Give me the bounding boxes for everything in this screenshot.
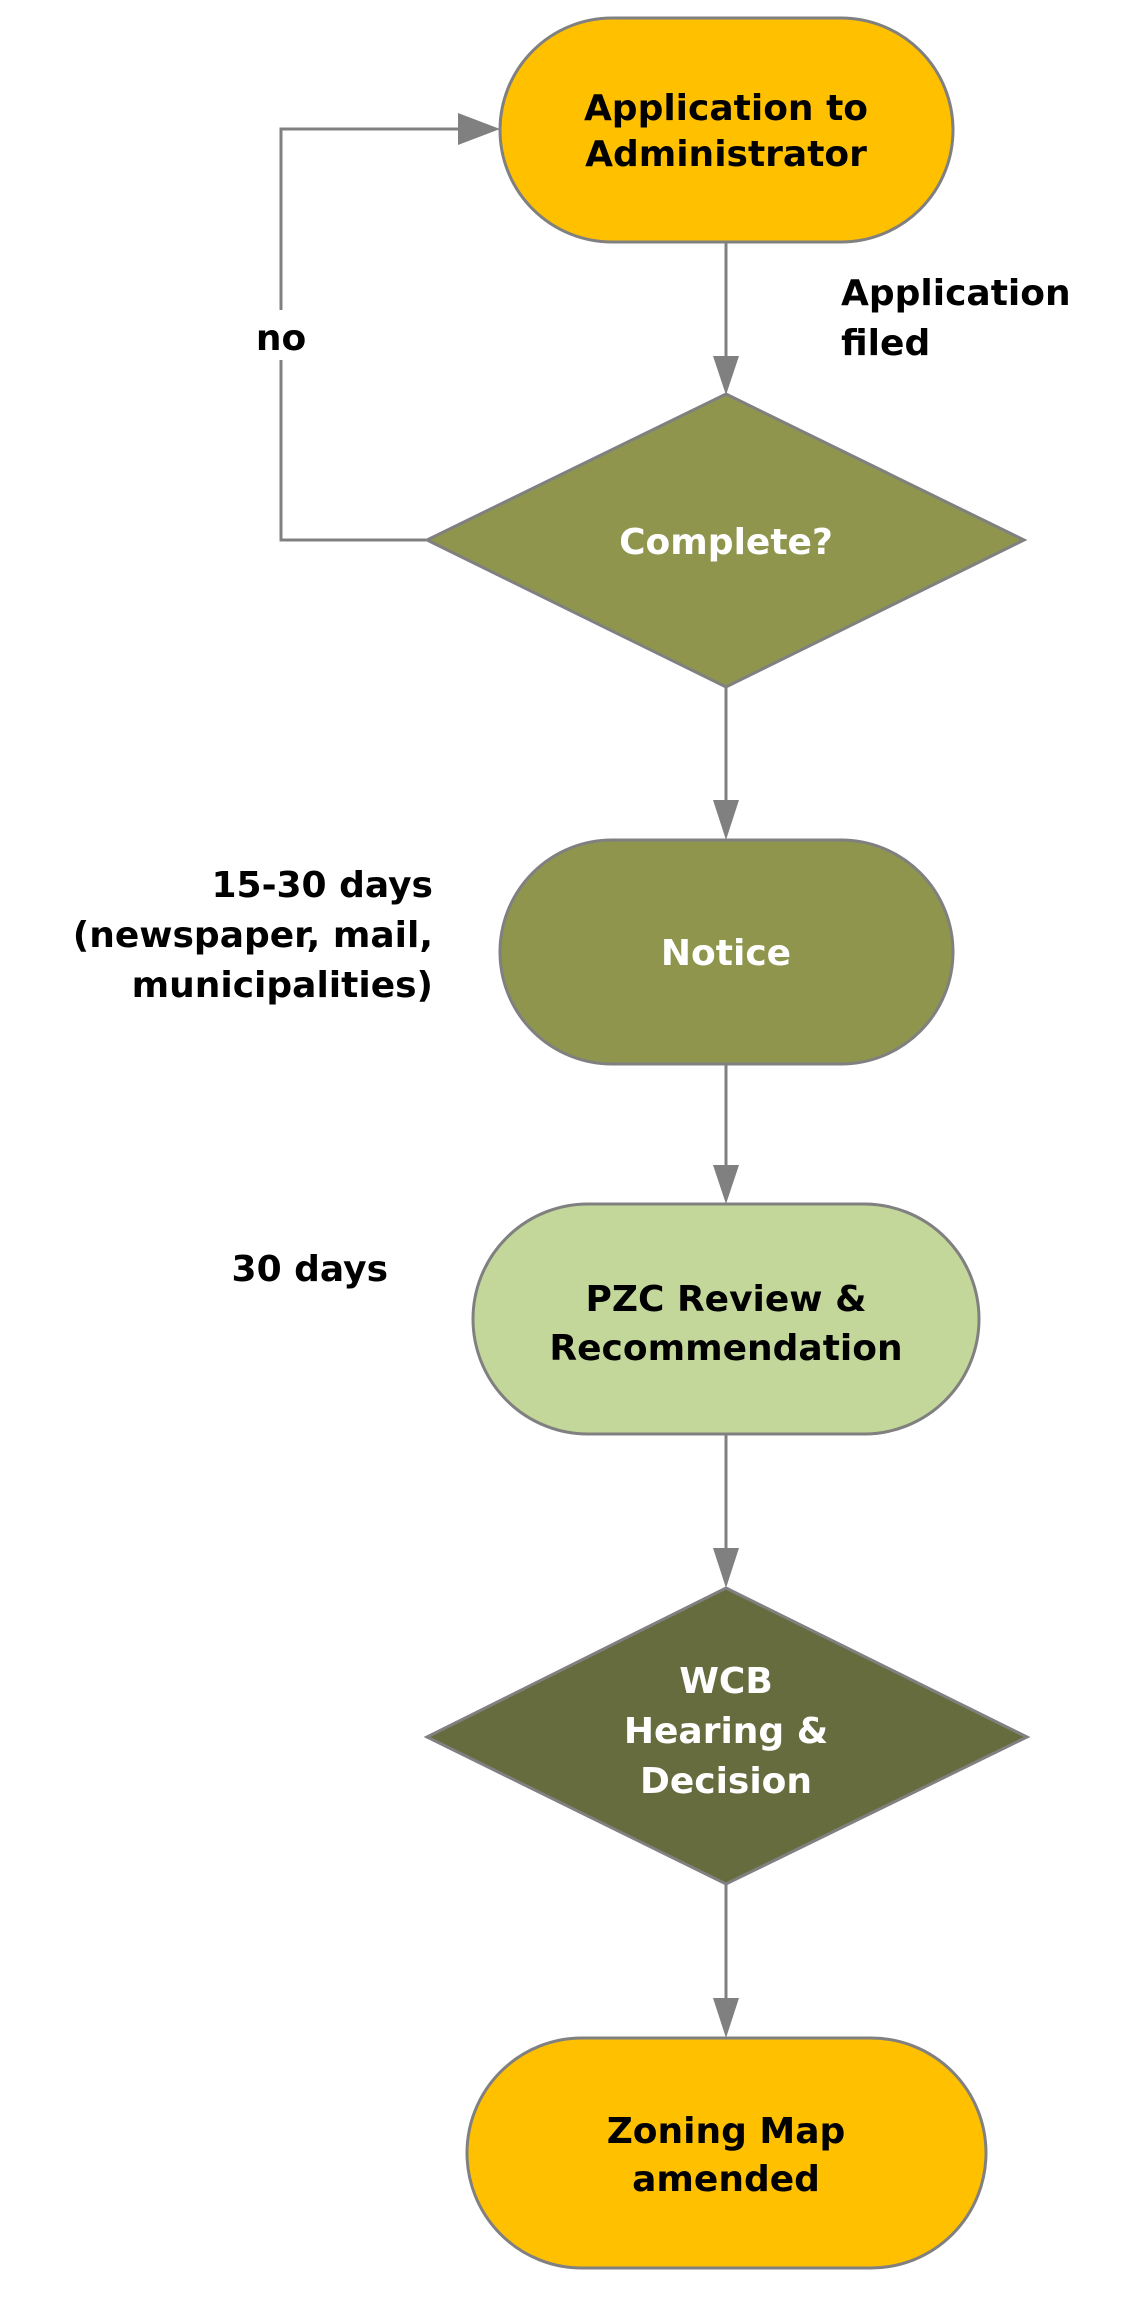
node-zoning-line-1: Zoning Map xyxy=(607,2111,846,2152)
node-notice-text: Notice xyxy=(661,933,791,974)
node-zoning-map-amended: Zoning Map amended xyxy=(465,2036,988,2270)
label-no: no xyxy=(256,318,306,359)
arrowhead-complete-to-notice xyxy=(713,800,739,840)
arrowhead-notice-to-pzc xyxy=(713,1165,739,1204)
node-zoning-line-2: amended xyxy=(632,2159,820,2200)
node-wcb-line-3: Decision xyxy=(640,1761,812,1802)
node-application-to-administrator: Application to Administrator xyxy=(498,16,955,244)
node-pzc-line-2: Recommendation xyxy=(549,1328,902,1369)
node-wcb-decision: WCB Hearing & Decision xyxy=(423,1586,1031,1886)
label-notice-timing-line-2: (newspaper, mail, xyxy=(73,915,433,956)
label-application-filed-line-2: filed xyxy=(841,323,930,364)
no-label-background xyxy=(250,310,312,360)
arrowhead-wcb-to-zoning xyxy=(713,1998,739,2038)
label-notice-timing-line-1: 15-30 days xyxy=(211,865,433,906)
node-wcb-line-2: Hearing & xyxy=(624,1711,828,1752)
node-wcb-line-1: WCB xyxy=(679,1661,773,1702)
label-notice-timing-line-3: municipalities) xyxy=(132,965,433,1006)
arrowhead-pzc-to-wcb xyxy=(713,1548,739,1588)
arrowhead-application-to-complete xyxy=(713,356,739,395)
node-complete-text: Complete? xyxy=(619,522,833,563)
node-application-line-1: Application to xyxy=(584,88,868,129)
node-application-line-2: Administrator xyxy=(585,134,867,175)
node-pzc-line-1: PZC Review & xyxy=(586,1279,867,1320)
label-pzc-timing: 30 days xyxy=(232,1249,388,1290)
label-application-filed-line-1: Application xyxy=(841,273,1071,314)
node-notice: Notice xyxy=(498,838,955,1066)
arrowhead-no-loop xyxy=(458,113,500,145)
node-pzc-review: PZC Review & Recommendation xyxy=(471,1202,981,1436)
node-complete-decision: Complete? xyxy=(423,392,1028,689)
